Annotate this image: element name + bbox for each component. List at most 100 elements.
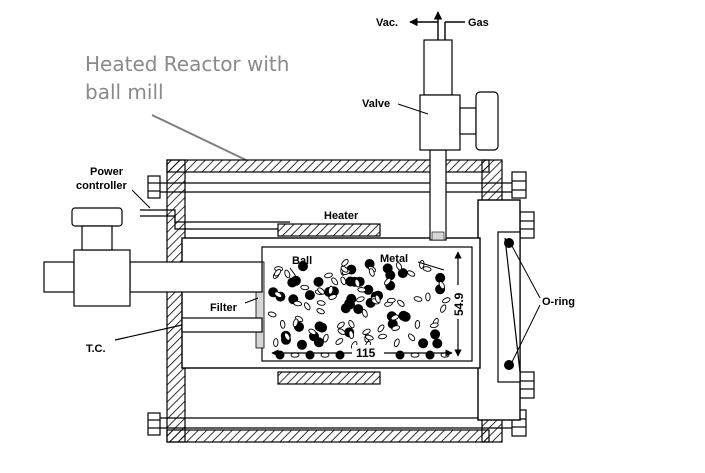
ball — [353, 304, 364, 315]
bolt-mid-right-2 — [519, 371, 535, 399]
metal-particle — [273, 338, 279, 348]
tc-probe — [181, 317, 263, 333]
ball — [425, 350, 435, 360]
bolt-bottom-left — [147, 412, 161, 436]
label-oring: O-ring — [542, 296, 575, 308]
ball — [298, 261, 308, 272]
leader-valve — [397, 103, 429, 115]
metal-particle — [284, 269, 291, 279]
ball — [430, 329, 441, 340]
metal-particle — [316, 300, 326, 306]
metal-particle — [328, 294, 337, 300]
metal-particle — [267, 311, 277, 318]
metal-particle — [407, 270, 416, 277]
metal-particle — [395, 262, 403, 271]
metal-particle — [425, 292, 431, 302]
label-tc: T.C. — [86, 343, 106, 355]
bolt-mid-right-1 — [519, 211, 535, 239]
metal-particle — [357, 287, 367, 293]
ball — [418, 338, 429, 349]
metal-particle — [442, 297, 451, 304]
metal-particle — [354, 278, 361, 288]
label-valve: Valve — [362, 98, 390, 110]
metal-particle — [340, 265, 349, 273]
oring-top — [504, 238, 514, 248]
metal-particle — [356, 296, 365, 303]
leader-metal — [417, 261, 445, 271]
metal-particle — [384, 277, 392, 286]
left-fitting — [43, 261, 75, 293]
label-heater: Heater — [324, 210, 359, 222]
dimension-height-label-bg — [451, 285, 465, 319]
metal-particle — [440, 304, 447, 313]
metal-particle — [414, 319, 421, 329]
ball — [313, 337, 324, 348]
ball — [314, 321, 325, 332]
ball — [395, 350, 405, 360]
metal-particle — [365, 334, 374, 341]
left-shaft — [129, 261, 263, 293]
dimension-length-label: 115 — [356, 346, 376, 360]
metal-particle — [327, 285, 334, 295]
label-ball: Ball — [292, 255, 312, 267]
ball — [275, 350, 285, 360]
left-fitting-body — [73, 249, 131, 307]
title-pointer-line — [151, 114, 247, 161]
label-gas: Gas — [468, 17, 489, 29]
leader-oring-1 — [511, 245, 541, 299]
power-controller-cap — [71, 207, 123, 227]
metal-particle — [308, 328, 317, 336]
label-vac: Vac. — [376, 17, 398, 29]
metal-particle — [274, 291, 283, 299]
dimension-length-label-bg — [352, 345, 384, 359]
ball — [435, 272, 446, 283]
valve-handle-neck — [459, 107, 477, 135]
power-controller-lead-2 — [140, 215, 278, 230]
metal-particle — [393, 338, 400, 348]
metal-particle — [413, 296, 423, 302]
metal-particle — [316, 308, 325, 315]
metal-particle — [390, 314, 400, 321]
metal-particle — [292, 318, 299, 328]
metal-particle — [340, 276, 347, 286]
metal-particle — [429, 322, 439, 329]
metal-particle — [368, 268, 375, 277]
ball — [335, 350, 345, 360]
metal-particle — [303, 302, 311, 311]
leader-filter — [244, 297, 259, 304]
metal-particle — [280, 319, 286, 329]
metal-particle — [348, 330, 354, 339]
metal-particle — [317, 287, 325, 295]
metal-particle — [337, 321, 345, 329]
label-power: Power — [90, 166, 124, 178]
metal-particle — [419, 259, 425, 269]
metal-particle — [348, 319, 355, 329]
metal-particle — [322, 333, 329, 343]
power-controller-stem — [81, 225, 113, 251]
heater-bottom — [277, 371, 381, 385]
ball — [398, 310, 409, 321]
metal-particle — [438, 281, 445, 290]
metal-particle — [293, 300, 303, 307]
diagram-title-line-2: ball mill — [85, 80, 164, 104]
ball — [313, 276, 324, 287]
leader-power-controller — [131, 189, 151, 209]
metal-particle — [284, 332, 291, 341]
tc-lead — [114, 324, 183, 341]
ball-mill-contents — [267, 259, 451, 360]
metal-particle — [324, 272, 333, 279]
label-controller: controller — [76, 180, 127, 192]
metal-particle — [274, 268, 282, 277]
metal-particle — [397, 299, 405, 307]
metal-particle — [391, 325, 401, 331]
metal-particle — [374, 294, 381, 304]
metal-particle — [337, 328, 346, 335]
ball — [432, 338, 443, 349]
diagram-title-line-1: Heated Reactor with — [85, 52, 290, 76]
frame-bottom-wall — [166, 429, 490, 443]
metal-particle — [386, 297, 396, 304]
metal-particle — [361, 309, 368, 318]
ball — [305, 350, 315, 360]
bolt-top-left — [147, 175, 161, 199]
